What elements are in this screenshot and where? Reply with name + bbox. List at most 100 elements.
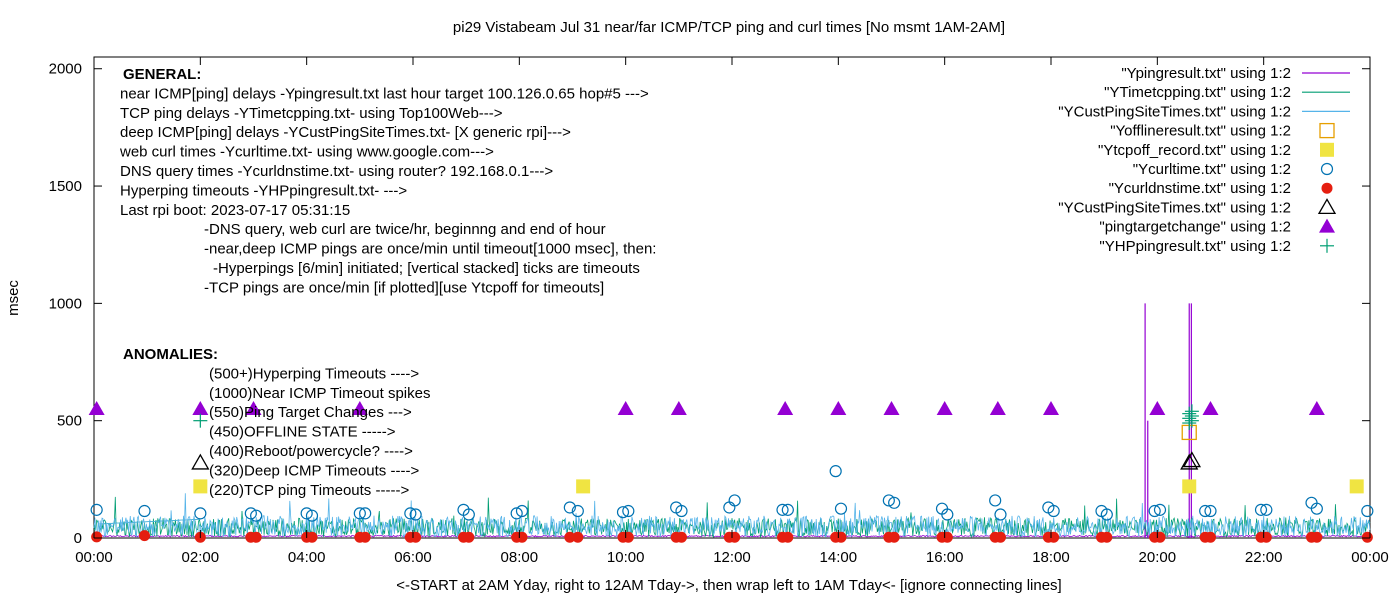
x-tick-label: 18:00	[1032, 549, 1070, 566]
data-point	[1182, 451, 1202, 468]
y-tick-label: 0	[74, 530, 82, 547]
anomaly-note-line: (450)OFFLINE STATE ----->	[209, 424, 396, 441]
data-point	[306, 531, 318, 543]
data-point	[883, 400, 900, 415]
data-point	[245, 400, 262, 415]
data-point	[1205, 531, 1216, 543]
data-point	[781, 503, 794, 516]
data-point	[88, 400, 105, 415]
data-point	[563, 501, 576, 514]
data-point	[989, 494, 1002, 507]
legend: "Ypingresult.txt" using 1:2 "YTimetcpping…	[1058, 65, 1350, 255]
data-point	[994, 531, 1006, 543]
data-point	[409, 508, 422, 521]
data-point	[564, 531, 576, 543]
data-point	[936, 400, 953, 415]
data-point	[989, 400, 1006, 415]
anomaly-note-line: (500+)Hyperping Timeouts ---->	[209, 365, 419, 382]
data-point	[1308, 400, 1325, 415]
data-point	[351, 400, 368, 415]
anomaly-note-line: (1000)Near ICMP Timeout spikes	[209, 385, 430, 402]
anomaly-note-line: (220)TCP ping Timeouts ----->	[209, 482, 409, 499]
x-tick-label: 08:00	[501, 549, 539, 566]
data-point	[616, 506, 630, 519]
legend-label: "pingtargetchange" using 1:2	[1099, 219, 1291, 236]
data-point	[670, 400, 687, 415]
data-point	[835, 531, 847, 543]
data-point	[191, 453, 210, 470]
data-point	[244, 507, 257, 520]
data-point	[90, 503, 103, 516]
data-point	[1361, 504, 1374, 518]
data-point	[138, 504, 151, 518]
general-note-line: web curl times -Ycurltime.txt- using www…	[119, 144, 494, 161]
data-point	[723, 501, 736, 514]
data-point	[359, 531, 371, 543]
data-point	[941, 531, 953, 543]
y-tick-label: 2000	[49, 61, 82, 78]
data-point	[463, 531, 475, 543]
data-point	[305, 509, 319, 522]
data-point	[1180, 453, 1199, 470]
data-point	[353, 507, 366, 520]
x-tick-label: 00:00	[1351, 549, 1389, 566]
data-point	[1043, 400, 1059, 415]
data-point	[516, 531, 528, 543]
data-point	[576, 479, 591, 494]
data-point	[1100, 508, 1113, 521]
x-tick-label: 02:00	[182, 549, 220, 566]
data-point	[192, 400, 209, 415]
legend-label: "YCustPingSiteTimes.txt" using 1:2	[1058, 103, 1291, 120]
legend-swatch	[1320, 142, 1334, 157]
data-point	[675, 531, 687, 543]
x-tick-label: 16:00	[926, 549, 964, 566]
data-point	[830, 400, 847, 415]
legend-swatch	[1320, 162, 1334, 176]
data-point	[622, 504, 635, 518]
data-point	[729, 531, 741, 543]
data-point	[834, 502, 848, 515]
general-note-line: Hyperping timeouts -YHPpingresult.txt- -…	[120, 182, 407, 199]
data-point	[462, 508, 475, 521]
data-point	[404, 507, 417, 520]
legend-label: "Ycurltime.txt" using 1:2	[1133, 161, 1291, 178]
data-point	[1260, 531, 1272, 543]
anomaly-note-line: (400)Reboot/powercycle? ---->	[209, 443, 413, 460]
general-note-line: near ICMP[ping] delays -Ypingresult.txt …	[120, 85, 649, 102]
data-point	[572, 531, 584, 543]
general-note-line: GENERAL:	[123, 66, 201, 83]
legend-label: "YTimetcpping.txt" using 1:2	[1104, 84, 1291, 101]
data-point	[1254, 503, 1268, 516]
general-note-line: Last rpi boot: 2023-07-17 05:31:15	[120, 202, 350, 219]
x-tick-label: 20:00	[1139, 549, 1177, 566]
anomaly-note-line: ANOMALIES:	[123, 346, 218, 363]
x-tick-label: 14:00	[820, 549, 858, 566]
legend-label: "YCustPingSiteTimes.txt" using 1:2	[1058, 199, 1291, 216]
x-tick-label: 06:00	[394, 549, 432, 566]
anomaly-note-line: (320)Deep ICMP Timeouts ---->	[209, 462, 419, 479]
legend-label: "YHPpingresult.txt" using 1:2	[1099, 238, 1291, 255]
data-point	[1311, 531, 1323, 543]
legend-label: "Ytcpoff_record.txt" using 1:2	[1098, 142, 1291, 159]
data-point	[675, 504, 688, 518]
general-note-line: TCP ping delays -YTimetcpping.txt- using…	[120, 105, 503, 122]
x-tick-label: 22:00	[1245, 549, 1283, 566]
y-axis-label: msec	[5, 280, 22, 316]
legend-label: "Ypingresult.txt" using 1:2	[1121, 65, 1291, 82]
general-note-line: DNS query times -Ycurldnstime.txt- using…	[120, 163, 553, 180]
data-point	[1148, 504, 1161, 518]
general-note-line: -near,deep ICMP pings are once/min until…	[204, 241, 656, 258]
legend-label: "Yofflineresult.txt" using 1:2	[1110, 123, 1291, 140]
legend-swatch	[1321, 182, 1333, 194]
data-point	[515, 504, 529, 518]
data-point	[622, 531, 634, 543]
general-note-line: deep ICMP[ping] delays -YCustPingSiteTim…	[120, 124, 571, 141]
data-point	[510, 507, 523, 520]
legend-swatch	[1319, 218, 1335, 233]
data-point	[1154, 531, 1166, 543]
data-point	[1047, 504, 1060, 518]
data-point	[829, 465, 842, 478]
data-point	[1101, 531, 1113, 543]
anomaly-note-line: (550)Ping Target Changes --->	[209, 404, 412, 421]
